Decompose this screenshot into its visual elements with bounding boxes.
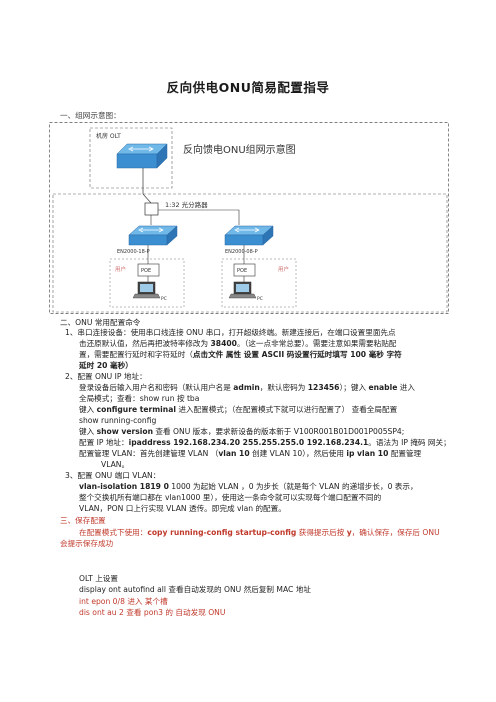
network-diagram: 机房 OLT 反向馈电ONU组网示意图 1:32 光分路器 EN2000-18-… (49, 122, 449, 314)
item2-line8: 配置管理 VLAN：首先创建管理 VLAN （vlan 10 创建 VLAN 1… (79, 449, 422, 458)
section3-heading: 三、保存配置 (60, 516, 106, 525)
pc-label-right: PC (257, 296, 263, 302)
section1-heading: 一、组网示意图： (60, 111, 121, 120)
splitter-label: 1:32 光分路器 (165, 200, 208, 209)
item1-line1: 1、串口连接设备：使用串口线连接 ONU 串口，打开超级终端。新建连接后，在端口… (65, 328, 396, 337)
section2-heading: 二、ONU 常用配置命令 (60, 318, 141, 327)
pc-label-left: PC (161, 296, 167, 302)
switch-right-icon (224, 225, 274, 246)
olt-line1: display ont autofind all 查看自动发现的 ONU 然后复… (79, 585, 311, 594)
splitter-icon (144, 202, 159, 216)
item3-line1: 3、配置 ONU 端口 VLAN： (65, 471, 161, 480)
item2-line1: 2、配置 ONU IP 地址： (65, 372, 147, 381)
document-title: 反向供电ONU简易配置指导 (166, 80, 330, 95)
poe-label-left: POE (141, 268, 151, 274)
olt-heading: OLT 上设置 (79, 574, 118, 583)
item1-line3: 置，需要配置行延时和字符延时（点击文件 属性 设置 ASCII 码设置行延时填写… (79, 350, 402, 359)
item2-line6: 键入 show version 查看 ONU 版本，要求新设备的版本新于 V10… (79, 427, 405, 436)
poe-box-left (137, 263, 160, 277)
item2-line7: 配置 IP 地址：ipaddress 192.168.234.20 255.25… (79, 438, 451, 447)
item3-line2: vlan-isolation 1819 0 1000 为起始 VLAN ，0 为… (79, 482, 418, 491)
poe-label-right: POE (237, 268, 247, 274)
user-label-right: 用户 (278, 265, 289, 273)
user-label-left: 用户 (115, 265, 126, 273)
section3-line2: 会提示保存成功 (60, 539, 114, 548)
item3-line3: 整个交换机所有端口都在 vlan1000 里），使用这一条命令就可以实现每个端口… (79, 493, 382, 502)
olt-line2: int epon 0/8 进入 某个槽 (79, 597, 168, 606)
item1-line4: 延时 20 毫秒） (79, 361, 133, 370)
switch-left-label: EN2000-18-P (117, 249, 150, 255)
item1-line2: 击还原默认值，然后再把波特率修改为 38400。（这一点非常总要）。需要注意如果… (79, 339, 397, 348)
section3-line1: 在配置模式下使用：copy running-config startup-con… (79, 528, 440, 537)
item2-line3: 全局模式；查看：show run 按 tba (79, 394, 200, 403)
diagram-caption: 反向馈电ONU组网示意图 (183, 143, 296, 156)
switch-right-label: EN2000-08-P (225, 249, 258, 255)
olt-line3: dis ont au 2 查看 pon3 的 自动发现 ONU (79, 608, 226, 617)
item2-line4: 键入 configure terminal 进入配置模式；（在配置模式下就可以进… (79, 405, 398, 414)
switch-left-icon (128, 225, 178, 246)
laptop-icon-left (132, 281, 161, 299)
user-frame-left (109, 258, 185, 308)
item3-line4: VLAN，PON 口上行实现 VLAN 透传。即完成 vlan 的配置。 (79, 504, 286, 513)
olt-room-frame (89, 127, 173, 189)
poe-box-right (233, 263, 256, 277)
user-frame-right (221, 258, 297, 308)
item2-line2: 登录设备后输入用户名和密码（默认用户名是 admin，默认密码为 123456）… (79, 383, 415, 392)
item2-line9: VLAN。 (101, 460, 130, 469)
olt-device-icon (116, 143, 168, 169)
item2-line5: show running-config (79, 416, 157, 425)
laptop-icon-right (228, 281, 257, 299)
room-label: 机房 OLT (96, 132, 121, 140)
distribution-frame (52, 193, 448, 313)
